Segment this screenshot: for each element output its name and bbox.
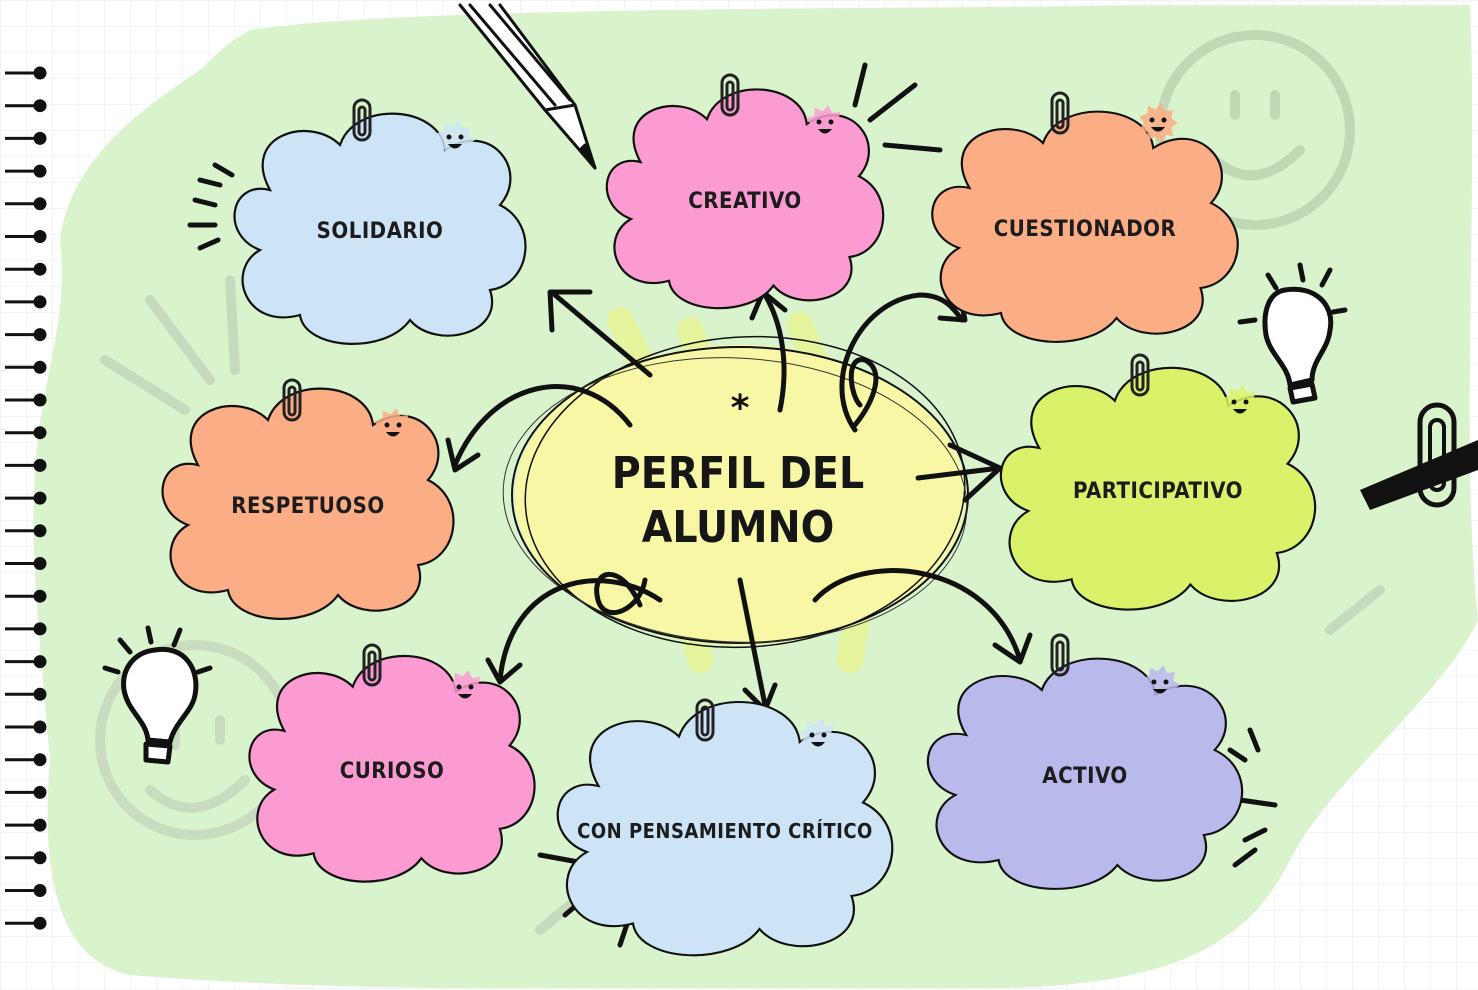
trait-label: RESPETUOSO	[231, 494, 385, 519]
binding-hole	[33, 197, 47, 211]
binding-hole	[33, 491, 47, 505]
binding-hole	[33, 818, 47, 832]
paper-clip-icon	[352, 98, 372, 142]
spiral-binding	[5, 66, 47, 930]
binding-hole	[33, 426, 47, 440]
trait-label: CURIOSO	[340, 759, 445, 784]
binding-hole	[33, 884, 47, 897]
trait-label: ACTIVO	[1042, 764, 1127, 789]
decorative-strokes	[100, 275, 1385, 935]
binding-hole	[33, 589, 47, 603]
smiley-badge-icon	[1141, 665, 1180, 705]
smiley-badge-icon	[799, 718, 838, 758]
paper-clip-icon	[1130, 353, 1150, 397]
trait-node: PARTICIPATIVO	[999, 353, 1317, 611]
trait-node: CREATIVO	[605, 73, 885, 310]
trait-node: ACTIVO	[926, 633, 1244, 890]
trait-label: CREATIVO	[688, 189, 802, 214]
trait-node: CON PENSAMIENTO CRÍTICO	[556, 698, 894, 957]
binding-hole	[33, 131, 47, 145]
light-bulb-icon	[102, 625, 213, 765]
binding-hole	[33, 916, 47, 930]
trait-label: SOLIDARIO	[317, 219, 444, 244]
center-title-line1: PERFIL DEL	[612, 448, 864, 499]
trait-node: RESPETUOSO	[161, 378, 455, 620]
trait-label: PARTICIPATIVO	[1073, 479, 1243, 504]
smiley-badge-icon	[446, 670, 485, 710]
binding-hole	[33, 262, 47, 276]
trait-nodes: SOLIDARIO CREATIVO CUESTIONADOR RESPETUOSO P…	[161, 73, 1317, 957]
center-title-line2: ALUMNO	[642, 502, 835, 553]
light-bulb-icon	[1237, 262, 1348, 405]
binding-hole	[33, 99, 47, 113]
trait-node: CUESTIONADOR	[931, 91, 1239, 343]
trait-node: SOLIDARIO	[233, 98, 527, 345]
trait-label: CON PENSAMIENTO CRÍTICO	[577, 819, 873, 843]
binding-hole	[33, 360, 47, 374]
smiley-badge-icon	[436, 120, 475, 160]
binding-hole	[33, 328, 47, 342]
smiley-badge-icon	[1221, 385, 1260, 425]
binding-hole	[33, 524, 47, 538]
binding-hole	[33, 720, 47, 734]
binding-hole	[33, 557, 47, 570]
paper-clip-icon	[720, 73, 740, 117]
binding-hole	[33, 66, 47, 80]
paper-clip-icon	[1050, 633, 1070, 677]
smiley-badge-icon	[1139, 103, 1178, 143]
smiley-badge-icon	[806, 105, 845, 145]
pencil-icon	[458, 3, 597, 170]
paper-clip-icon	[362, 643, 382, 687]
binding-hole	[33, 295, 47, 309]
binding-hole	[33, 164, 47, 178]
binding-hole	[33, 785, 47, 799]
binding-hole	[33, 230, 47, 243]
paper-clip-icon	[1360, 402, 1478, 510]
binding-hole	[33, 458, 47, 472]
binding-hole	[33, 851, 47, 865]
trait-label: CUESTIONADOR	[994, 217, 1176, 242]
binding-hole	[33, 753, 47, 767]
trait-node: CURIOSO	[248, 643, 536, 883]
asterisk-icon: *	[731, 388, 750, 429]
binding-hole	[33, 622, 47, 636]
paper-clip-icon	[1050, 91, 1070, 135]
smiley-badge-icon	[374, 408, 413, 448]
binding-hole	[33, 687, 47, 701]
paper-clip-icon	[695, 698, 715, 742]
paper-clip-icon	[282, 378, 302, 422]
binding-hole	[33, 393, 47, 407]
binding-hole	[33, 655, 47, 669]
